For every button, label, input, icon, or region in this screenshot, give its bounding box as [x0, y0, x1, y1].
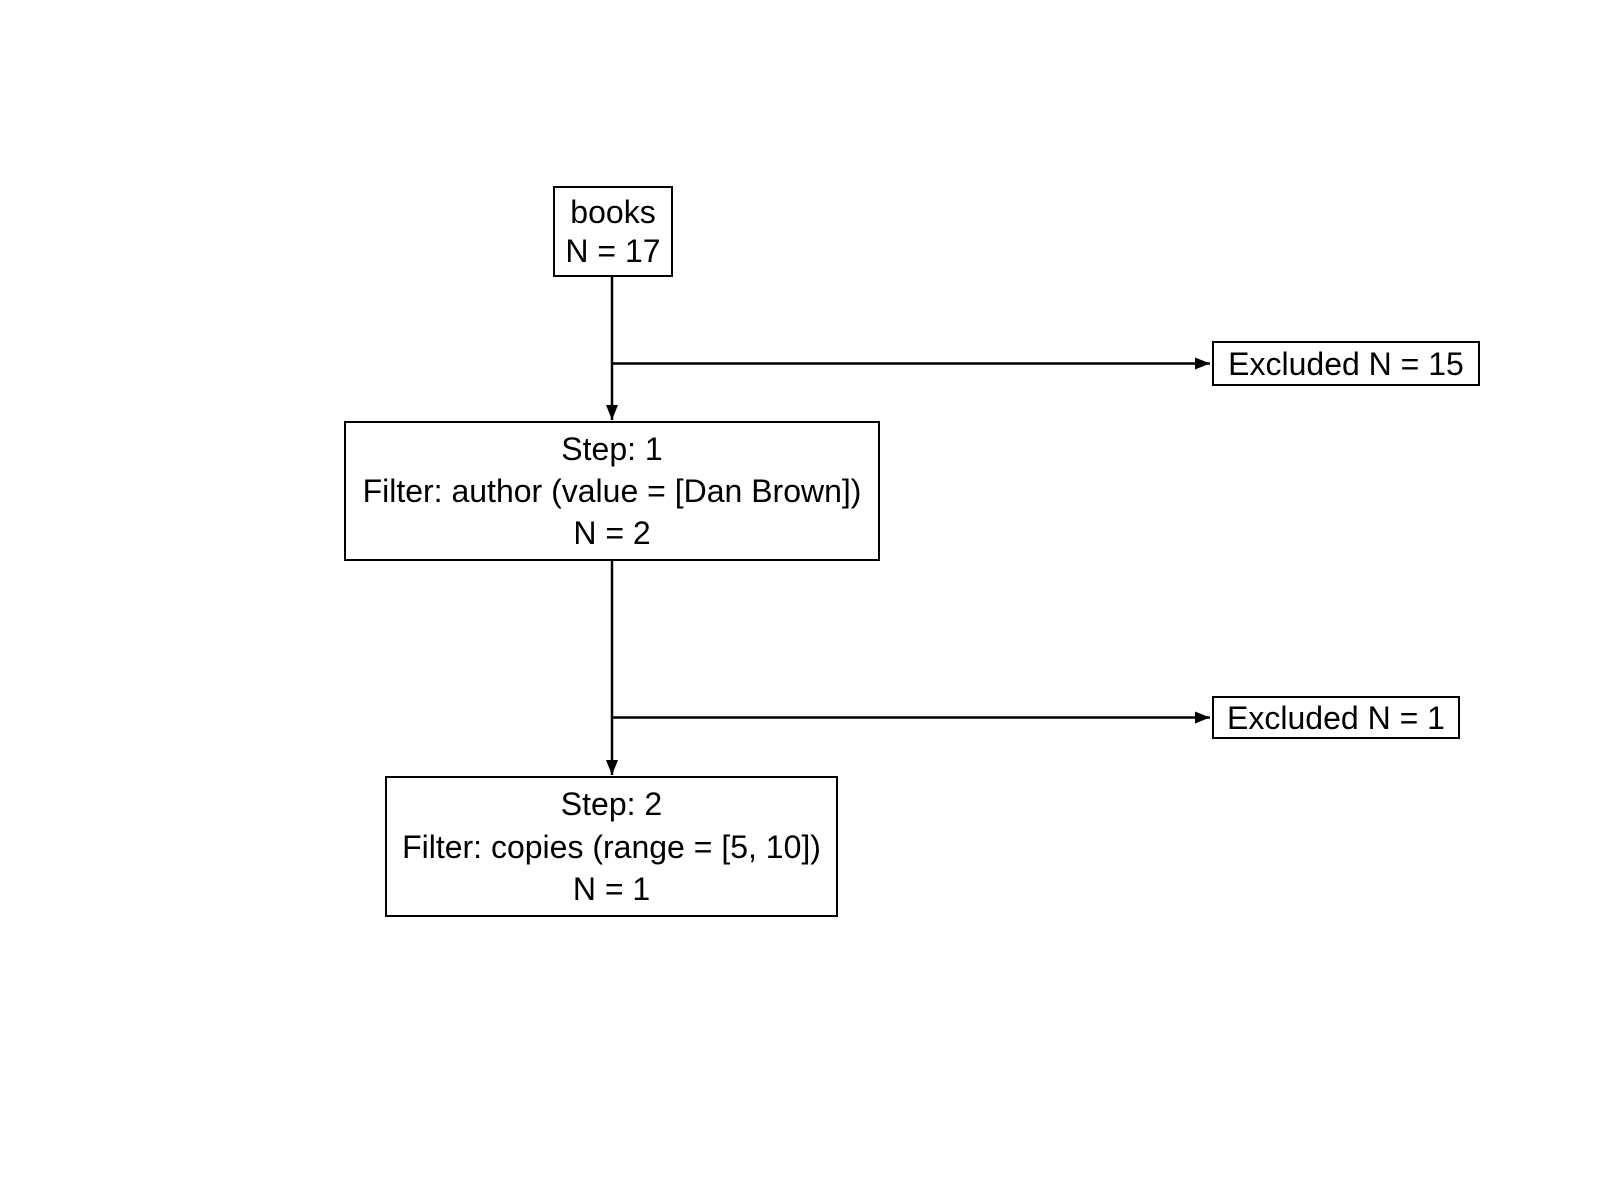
source-count: N = 17 [565, 233, 661, 270]
step-2-title: Step: 2 [560, 786, 663, 823]
step-2-node: Step: 2 Filter: copies (range = [5, 10])… [385, 776, 838, 917]
step-1-count: N = 2 [573, 515, 651, 551]
source-name: books [570, 193, 656, 230]
source-node: books N = 17 [553, 186, 673, 277]
step-2-count: N = 1 [572, 870, 651, 907]
step-1-title: Step: 1 [561, 431, 663, 467]
step-1-filter: Filter: author (value = [Dan Brown]) [362, 473, 862, 509]
step-2-filter: Filter: copies (range = [5, 10]) [402, 828, 821, 865]
excluded-node-1: Excluded N = 15 [1212, 341, 1480, 386]
step-1-node: Step: 1 Filter: author (value = [Dan Bro… [344, 421, 880, 561]
excluded-node-2: Excluded N = 1 [1212, 696, 1460, 739]
excluded-2-label: Excluded N = 1 [1227, 699, 1445, 736]
excluded-1-label: Excluded N = 15 [1228, 345, 1464, 382]
